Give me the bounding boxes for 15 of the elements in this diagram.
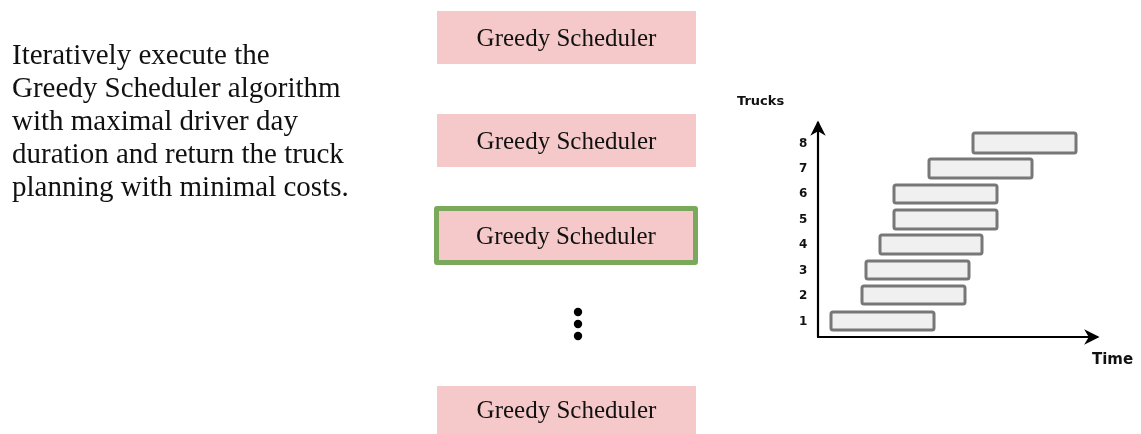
axis-tick-label: 5 (799, 212, 808, 226)
process-box: Greedy Scheduler (437, 386, 696, 434)
description-text: Iteratively execute the Greedy Scheduler algorithm with maximal driver day duration and return the truck planning with minimal costs. (12, 38, 350, 203)
axis-tick-label: 8 (799, 136, 808, 150)
axis-tick-label: 3 (799, 263, 808, 277)
process-box: Greedy Scheduler (437, 114, 696, 167)
axis-tick-label: 7 (799, 161, 808, 175)
axis-tick-label: 1 (799, 314, 808, 328)
axis-tick-label: 6 (799, 186, 808, 200)
process-box: Greedy Scheduler (437, 11, 696, 64)
axis-tick-label: 2 (799, 288, 808, 302)
axis-tick-label: 4 (799, 237, 808, 251)
axis-title: Time (1092, 350, 1134, 368)
highlighted-process-box: Greedy Scheduler (434, 206, 698, 265)
axis-title: Trucks (737, 93, 785, 108)
